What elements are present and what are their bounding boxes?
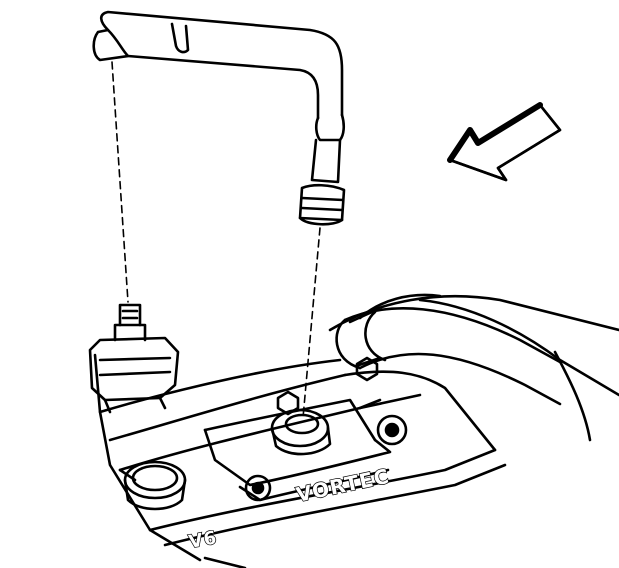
cover-bolts	[244, 356, 408, 502]
engine-background	[328, 293, 619, 442]
alignment-guides	[111, 61, 321, 419]
pcv-valve	[88, 303, 180, 414]
pcv-grommet	[270, 408, 332, 456]
pcv-hose	[92, 10, 346, 226]
cover-marking: V6	[187, 527, 219, 553]
valve-cover	[93, 353, 507, 568]
breather-hose	[335, 307, 562, 406]
direction-arrow-icon	[447, 102, 562, 182]
oil-filler-cap	[123, 460, 187, 511]
